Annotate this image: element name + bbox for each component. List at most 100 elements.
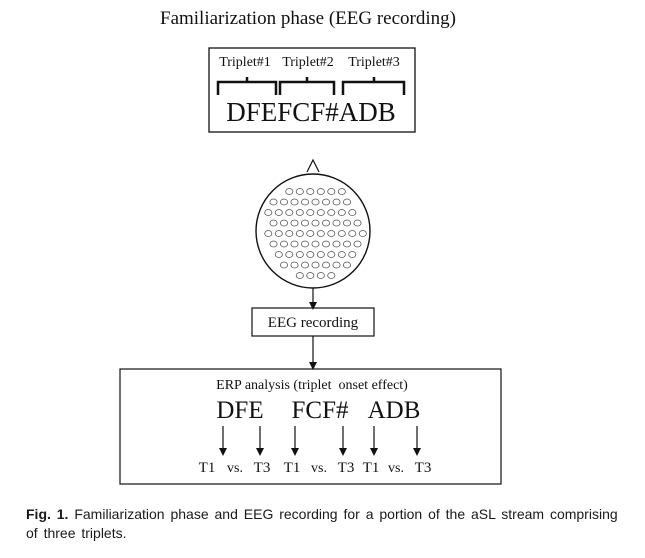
- electrode-dot: [348, 251, 357, 258]
- electrode-dot: [279, 261, 288, 269]
- electrode-dot: [332, 219, 341, 227]
- electrode-dot: [285, 188, 294, 195]
- figure-caption: Fig. 1. Familiarization phase and EEG re…: [26, 505, 626, 543]
- triplet-label-3: Triplet#3: [348, 55, 400, 70]
- electrode-dot: [269, 198, 278, 206]
- electrode-dot: [306, 230, 315, 237]
- electrode-dot: [321, 198, 330, 206]
- electrode-dot: [348, 230, 357, 237]
- electrode-dot: [348, 209, 357, 216]
- electrode-dot: [342, 198, 351, 206]
- electrode-dot: [316, 230, 325, 237]
- electrode-dot: [269, 219, 278, 227]
- electrode-dot: [274, 230, 283, 237]
- electrode-dot: [358, 230, 367, 237]
- electrode-dot: [327, 230, 336, 237]
- electrode-dot: [342, 240, 351, 248]
- electrode-dot: [327, 272, 336, 279]
- electrode-dot: [269, 240, 278, 248]
- electrode-dot: [295, 272, 304, 279]
- electrode-array: [264, 188, 367, 279]
- electrode-dot: [295, 251, 304, 258]
- analysis-triplet-3: ADB: [368, 397, 421, 424]
- comparison-3-vs: vs.: [388, 461, 404, 476]
- electrode-dot: [337, 251, 346, 258]
- electrode-dot: [327, 251, 336, 258]
- electrode-dot: [285, 209, 294, 216]
- electrode-dot: [337, 230, 346, 237]
- electrode-dot: [321, 261, 330, 269]
- electrode-dot: [290, 219, 299, 227]
- electrode-dot: [327, 209, 336, 216]
- triplet-bracket-2: [278, 77, 336, 95]
- electrode-dot: [321, 240, 330, 248]
- electrode-dot: [327, 188, 336, 195]
- electrode-dot: [353, 240, 362, 248]
- comparison-2-t1: T1: [284, 460, 301, 476]
- electrode-dot: [295, 188, 304, 195]
- analysis-triplet-1: DFE: [216, 397, 263, 424]
- electrode-dot: [295, 209, 304, 216]
- electrode-dot: [342, 261, 351, 269]
- analysis-triplet-2: FCF#: [292, 397, 349, 424]
- electrode-dot: [306, 209, 315, 216]
- electrode-dot: [342, 219, 351, 227]
- nose-marker: [306, 158, 320, 173]
- comparison-1-t3: T3: [254, 460, 271, 476]
- electrode-dot: [300, 219, 309, 227]
- electrode-dot: [274, 251, 283, 258]
- triplet-bracket-1: [216, 77, 278, 95]
- caption-text: Familiarization phase and EEG recording …: [26, 506, 618, 541]
- comparison-1-t1: T1: [199, 460, 216, 476]
- analysis-title: ERP analysis (triplet onset effect): [216, 378, 408, 393]
- electrode-dot: [316, 188, 325, 195]
- electrode-dot: [279, 219, 288, 227]
- comparison-1-vs: vs.: [227, 461, 243, 476]
- electrode-dot: [311, 198, 320, 206]
- electrode-dot: [306, 251, 315, 258]
- electrode-dot: [279, 240, 288, 248]
- triplet-bracket-3: [341, 77, 406, 95]
- caption-label: Fig. 1.: [26, 506, 69, 522]
- electrode-dot: [274, 209, 283, 216]
- electrode-dot: [279, 198, 288, 206]
- electrode-dot: [300, 240, 309, 248]
- electrode-dot: [311, 219, 320, 227]
- electrode-dot: [264, 230, 273, 237]
- eeg-head-cap: [255, 158, 371, 289]
- electrode-dot: [290, 198, 299, 206]
- electrode-dot: [306, 188, 315, 195]
- analysis-box: [119, 368, 502, 485]
- electrode-dot: [285, 230, 294, 237]
- electrode-dot: [300, 261, 309, 269]
- electrode-dot: [311, 261, 320, 269]
- comparison-3-t1: T1: [363, 460, 380, 476]
- electrode-dot: [316, 251, 325, 258]
- electrode-dot: [353, 219, 362, 227]
- electrode-dot: [332, 261, 341, 269]
- diagram-title: Familiarization phase (EEG recording): [160, 8, 456, 29]
- comparison-2-t3: T3: [338, 460, 355, 476]
- electrode-dot: [295, 230, 304, 237]
- comparison-2-vs: vs.: [311, 461, 327, 476]
- comparison-3-t3: T3: [415, 460, 432, 476]
- electrode-dot: [311, 240, 320, 248]
- electrode-dot: [337, 209, 346, 216]
- recording-label: EEG recording: [268, 315, 359, 331]
- electrode-dot: [316, 272, 325, 279]
- electrode-dot: [290, 240, 299, 248]
- electrode-dot: [264, 209, 273, 216]
- electrode-dot: [337, 188, 346, 195]
- electrode-dot: [306, 272, 315, 279]
- electrode-dot: [300, 198, 309, 206]
- electrode-dot: [332, 198, 341, 206]
- electrode-dot: [290, 261, 299, 269]
- electrode-dot: [332, 240, 341, 248]
- stimulus-sequence: DFEFCF#ADB: [226, 97, 396, 127]
- triplet-label-1: Triplet#1: [219, 55, 271, 70]
- electrode-dot: [285, 251, 294, 258]
- triplet-label-2: Triplet#2: [282, 55, 334, 70]
- electrode-dot: [316, 209, 325, 216]
- stream-box: [208, 47, 416, 133]
